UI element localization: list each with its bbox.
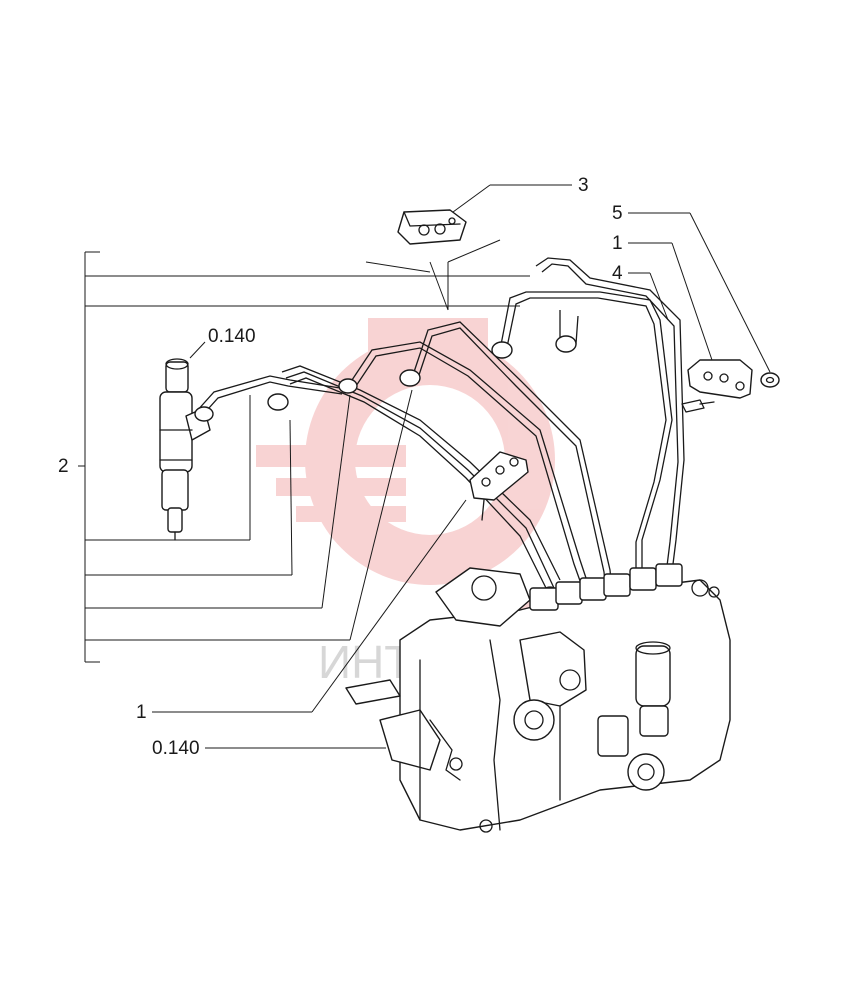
label-item-3: 3	[578, 175, 589, 196]
label-item-1-bottom: 1	[136, 702, 147, 723]
injection-pump-body	[345, 563, 731, 833]
pipe-union-nuts	[194, 335, 577, 422]
label-item-0140-bottom: 0.140	[152, 738, 200, 759]
injection-pipes	[195, 257, 685, 595]
label-item-1-top: 1	[612, 233, 623, 254]
pipe-clamp-item-1	[681, 359, 753, 413]
leader-lines-right	[628, 212, 771, 373]
label-item-5: 5	[612, 203, 623, 224]
label-item-2: 2	[58, 456, 69, 477]
pipe-clamp-middle	[469, 451, 529, 521]
watermark-text: ИНТ	[318, 636, 412, 688]
leader-lines-item-3	[365, 184, 572, 311]
pipe-clamp-item-3	[397, 209, 467, 245]
label-item-4: 4	[612, 263, 623, 284]
nut-item-5	[760, 372, 780, 388]
injector-nozzle	[159, 358, 211, 541]
label-item-0140-top: 0.140	[208, 326, 256, 347]
leader-lines-bottom	[152, 341, 467, 749]
